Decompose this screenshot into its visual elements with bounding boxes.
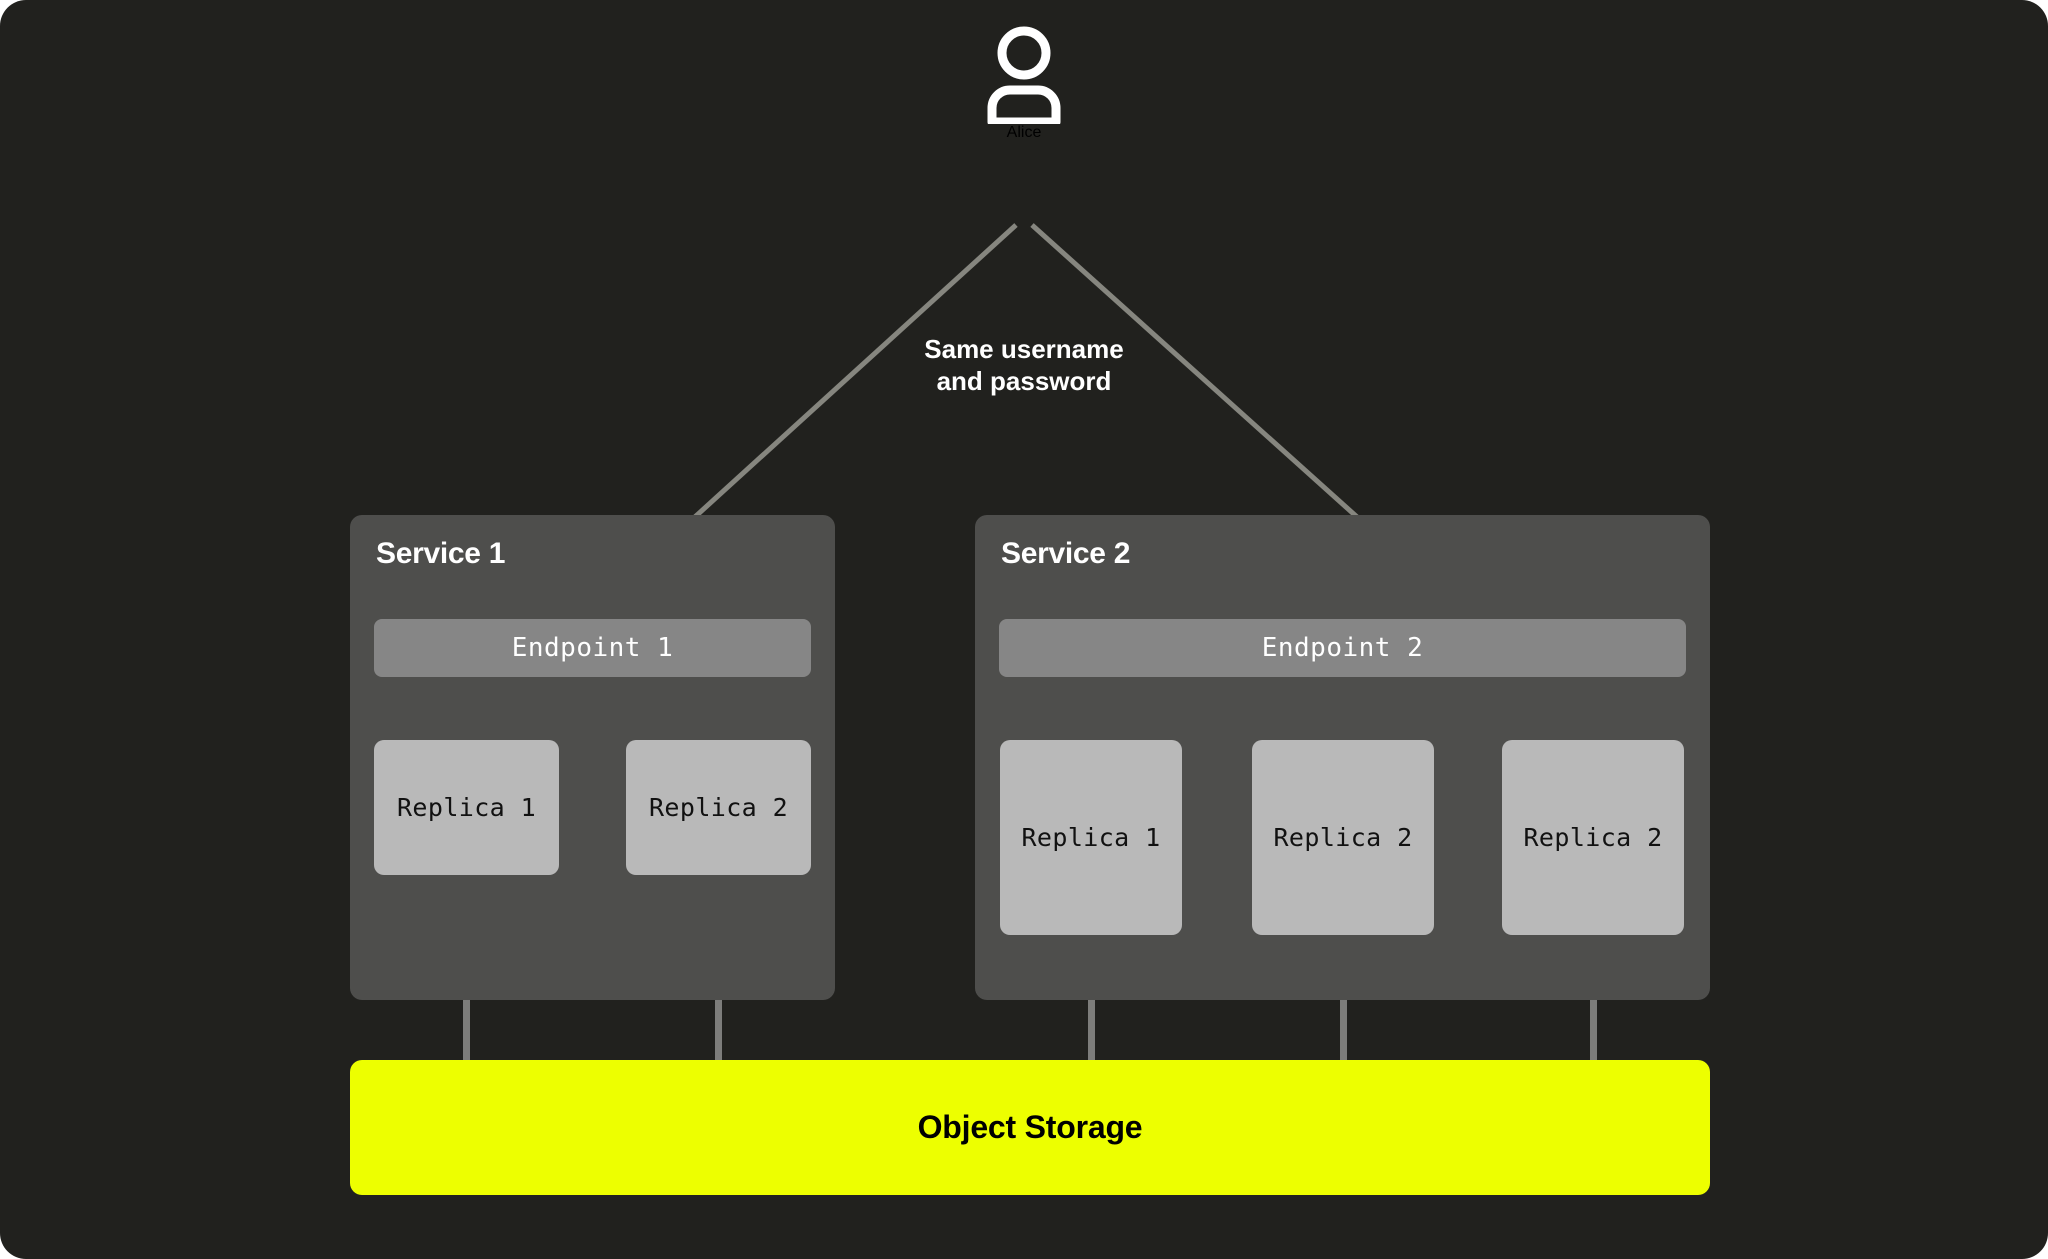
service-2-title: Service 2 [1001,537,1131,570]
replica-box[interactable]: Replica 2 [626,740,811,875]
replica-box[interactable]: Replica 1 [1000,740,1182,935]
replica-box[interactable]: Replica 2 [1502,740,1684,935]
actor-alice: Alice [0,26,2048,142]
object-storage-bar[interactable]: Object Storage [350,1060,1710,1195]
service-1-title: Service 1 [376,537,506,570]
edge-label-credentials: Same username and password [724,334,1324,397]
user-icon [987,26,1061,124]
edge-label-line1: Same username [924,334,1124,364]
endpoint-2[interactable]: Endpoint 2 [999,619,1686,677]
endpoint-1[interactable]: Endpoint 1 [374,619,811,677]
actor-label: Alice [1006,124,1042,141]
replica-box[interactable]: Replica 2 [1252,740,1434,935]
edge-label-line2: and password [936,365,1112,396]
replica-box[interactable]: Replica 1 [374,740,559,875]
